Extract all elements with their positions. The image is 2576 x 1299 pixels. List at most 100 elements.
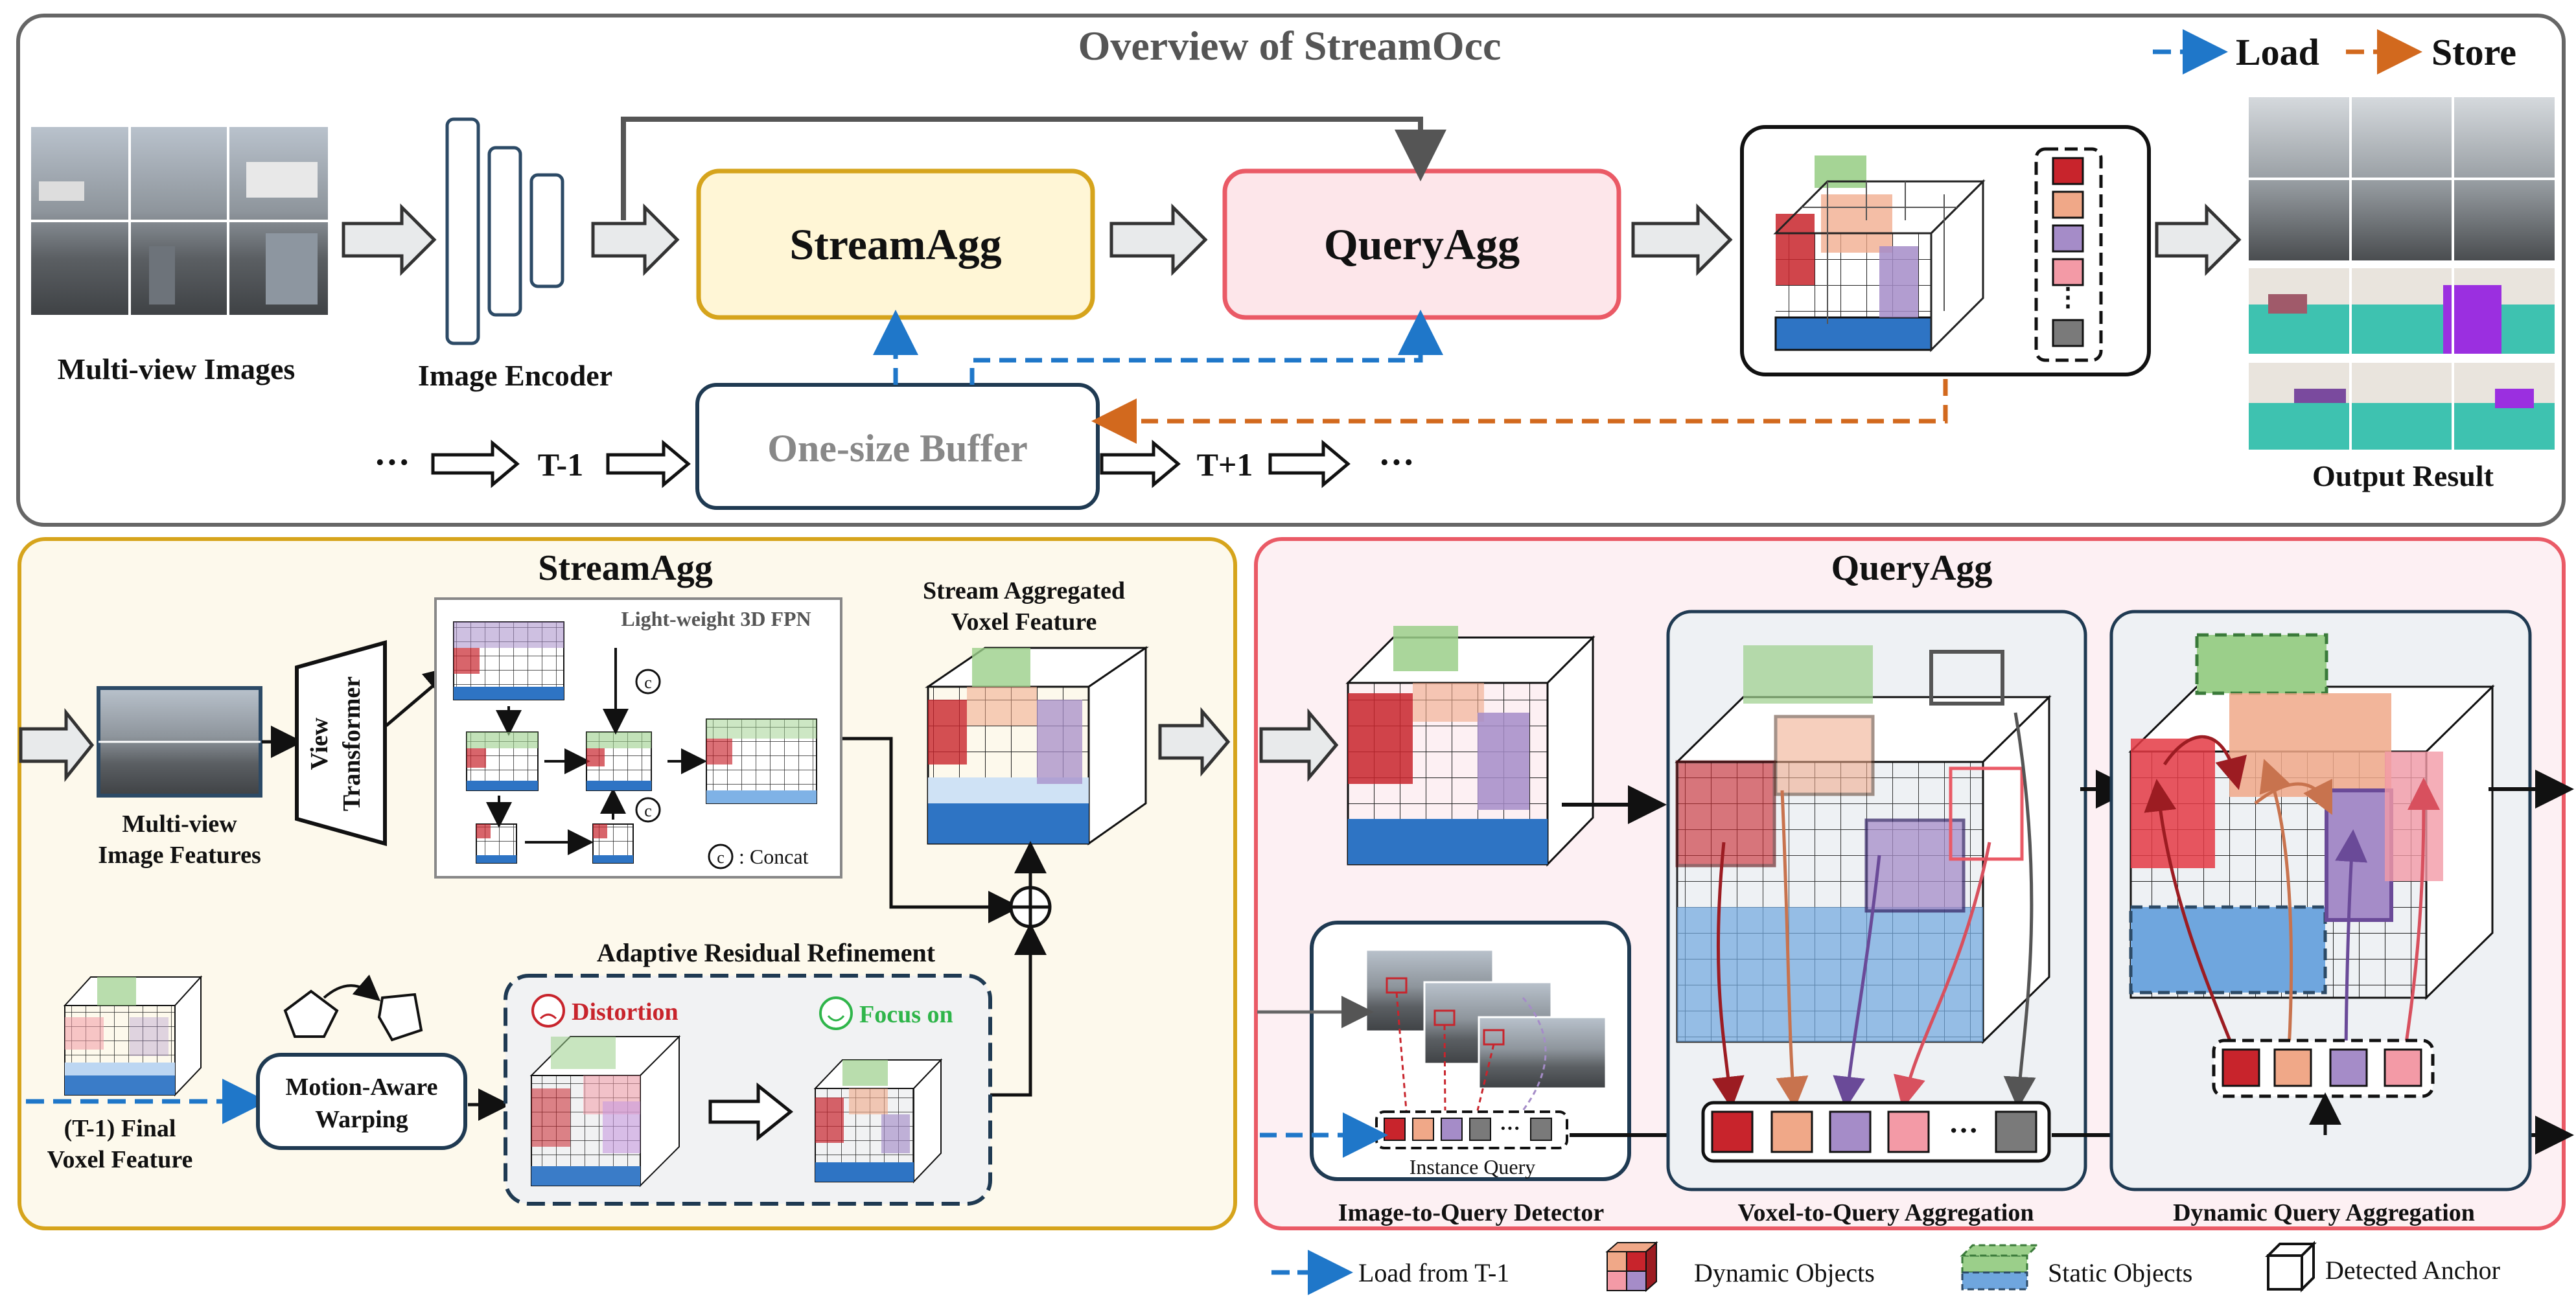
timeline-arrow-2 xyxy=(606,439,691,489)
view-transformer xyxy=(295,640,387,846)
streamagg-box-label: StreamAgg xyxy=(789,220,1001,269)
iq-red xyxy=(1384,1118,1406,1141)
iq-salmon xyxy=(1412,1118,1434,1141)
output-result-grid xyxy=(2249,97,2555,450)
final-voxel-label-2: Voxel Feature xyxy=(47,1146,193,1173)
mv-features-thumb xyxy=(97,686,262,798)
detector-label: Image-to-Query Detector xyxy=(1338,1199,1605,1226)
concat-legend-symbol xyxy=(708,844,734,869)
timeline-t-minus-1: T-1 xyxy=(538,446,583,483)
timeline-arrow-3 xyxy=(1100,439,1181,489)
concat-symbol-2-text: c xyxy=(644,801,652,820)
warping-label-2: Warping xyxy=(315,1106,408,1133)
dqa-query-purple xyxy=(2329,1048,2368,1087)
queryagg-input-arrow xyxy=(1259,708,1339,782)
legend-dynamic-icon xyxy=(1605,1241,1658,1293)
fpn-voxel-large xyxy=(453,621,564,700)
dqa-query-pink xyxy=(2384,1048,2422,1087)
stream-feature-label-1: Stream Aggregated xyxy=(923,577,1125,604)
fpn-title: Light-weight 3D FPN xyxy=(621,607,811,630)
query-salmon xyxy=(2052,190,2084,219)
detector-images xyxy=(1365,948,1607,1111)
concat-legend-symbol-text: c xyxy=(717,848,725,867)
streamagg-input-arrow xyxy=(19,707,95,783)
fpn-voxel-output xyxy=(706,718,817,804)
view-transformer-label-1: View xyxy=(306,717,333,770)
timeline-dots-left: ··· xyxy=(374,443,410,483)
v2q-ellipsis: ··· xyxy=(1949,1114,1978,1147)
concat-symbol-2 xyxy=(635,797,661,823)
streamagg-panel-title: StreamAgg xyxy=(538,548,713,588)
query-purple xyxy=(2052,224,2084,253)
arr-to-plus-line xyxy=(990,923,1047,1097)
arr-voxel-distorted xyxy=(529,1035,681,1188)
fpn-voxel-small xyxy=(476,823,517,864)
legend-load-label: Load xyxy=(2236,31,2319,73)
iq-gray-2 xyxy=(1530,1118,1552,1141)
arr-title: Adaptive Residual Refinement xyxy=(597,938,936,967)
final-voxel-cube xyxy=(63,975,203,1097)
image-encoder-label: Image Encoder xyxy=(418,359,612,392)
store-arrow xyxy=(1091,379,1948,444)
hollow-arrows-top xyxy=(342,203,2242,277)
view-transformer-label-2: Transformer xyxy=(338,676,366,811)
fpn-voxel-mid xyxy=(466,731,539,791)
legend-store-label: Store xyxy=(2431,31,2516,73)
mv-features-label-1: Multi-view xyxy=(122,810,237,838)
warping-box xyxy=(256,1053,467,1150)
v2q-query-arrows xyxy=(1712,712,2036,1109)
dqa-label: Dynamic Query Aggregation xyxy=(2173,1199,2475,1226)
warping-label-1: Motion-Aware xyxy=(286,1074,438,1101)
output-result-label: Output Result xyxy=(2312,459,2494,492)
concat-legend-label: : Concat xyxy=(739,845,809,868)
dqa-query-red xyxy=(2222,1048,2260,1087)
stream-aggregated-voxel xyxy=(925,646,1149,845)
focus-icon xyxy=(819,996,853,1030)
stream-feature-label-2: Voxel Feature xyxy=(951,608,1097,636)
multiview-images-thumb xyxy=(31,127,328,315)
multiview-images-label: Multi-view Images xyxy=(58,352,296,385)
arr-inner-arrow xyxy=(708,1082,794,1142)
distortion-icon-mouth xyxy=(539,1013,557,1020)
final-voxel-label-1: (T-1) Final xyxy=(64,1115,176,1142)
concat-symbol-1-text: c xyxy=(644,673,652,692)
legend-anchor-label: Detected Anchor xyxy=(2325,1256,2500,1285)
arr-voxel-refined xyxy=(813,1058,943,1184)
focus-icon-mouth xyxy=(827,1015,845,1022)
v2q-query-purple xyxy=(1829,1110,1872,1153)
fpn-voxel-small-out xyxy=(592,823,634,864)
legend-load-from-label: Load from T-1 xyxy=(1358,1258,1509,1287)
timeline-t-plus-1: T+1 xyxy=(1197,446,1253,483)
timeline-dots-right: ··· xyxy=(1378,443,1415,483)
dqa-arrows xyxy=(2144,735,2440,1072)
legend-static-label: Static Objects xyxy=(2048,1258,2192,1287)
streamagg-output-arrow xyxy=(1158,707,1231,777)
distortion-icon xyxy=(531,994,565,1028)
iq-purple xyxy=(1441,1118,1463,1141)
query-red xyxy=(2052,157,2084,185)
warping-polyhedra-icon xyxy=(283,974,423,1042)
overview-title: Overview of StreamOcc xyxy=(1078,23,1502,69)
query-gray xyxy=(2052,319,2084,347)
v2q-query-gray xyxy=(1995,1110,2037,1153)
queryagg-box-label: QueryAgg xyxy=(1324,220,1520,269)
queryagg-input-voxel xyxy=(1345,626,1595,867)
timeline-arrow-1 xyxy=(431,439,520,489)
queryagg-panel-title: QueryAgg xyxy=(1831,548,1993,588)
focus-label: Focus on xyxy=(859,1001,953,1028)
occupancy-voxel-cube xyxy=(1773,155,1986,352)
query-pink xyxy=(2052,258,2084,286)
mv-features-label-2: Image Features xyxy=(98,842,261,869)
legend-static-icon xyxy=(1960,1244,2040,1291)
query-ellipsis: ⋮ xyxy=(2055,282,2081,312)
legend-dynamic-label: Dynamic Objects xyxy=(1694,1258,1875,1287)
plus-cross xyxy=(1011,888,1050,926)
fpn-voxel-mid-out xyxy=(586,731,652,791)
buffer-label: One-size Buffer xyxy=(767,427,1028,470)
v2q-query-salmon xyxy=(1770,1110,1813,1153)
v2q-label: Voxel-to-Query Aggregation xyxy=(1737,1199,2034,1226)
dqa-query-salmon xyxy=(2273,1048,2312,1087)
v2q-voxel xyxy=(1675,645,2052,1044)
v2q-query-pink xyxy=(1887,1110,1930,1153)
